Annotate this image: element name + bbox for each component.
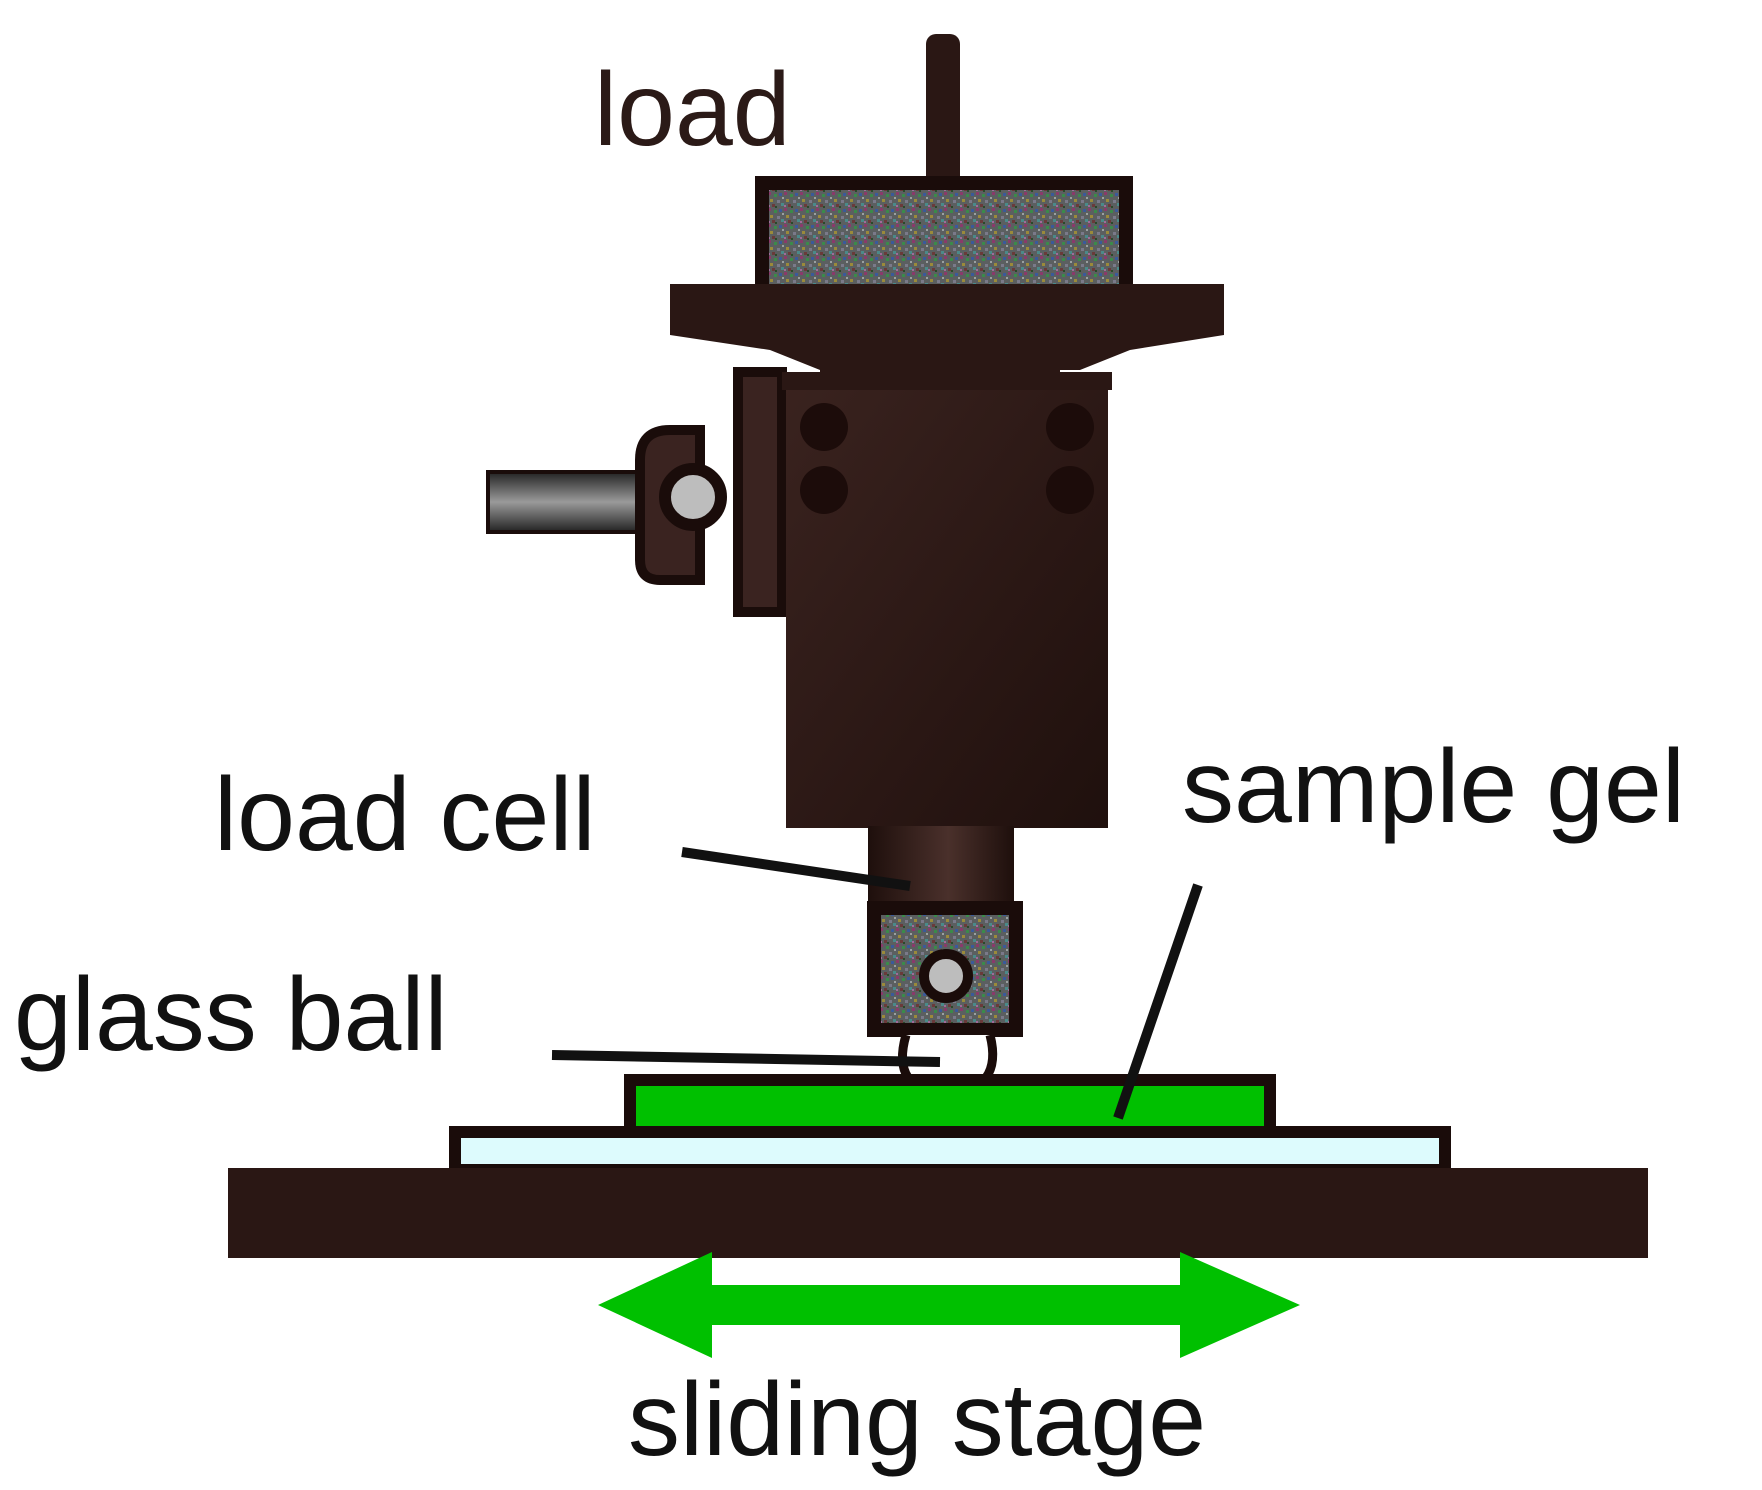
sample-gel <box>624 1074 1276 1141</box>
weight-block <box>755 176 1133 305</box>
label-load-cell: load cell <box>214 757 596 873</box>
label-sample-gel: sample gel <box>1182 729 1685 845</box>
glass-plate <box>449 1126 1451 1176</box>
leader-line-load-cell <box>681 847 911 891</box>
bracket-pivot <box>659 463 727 531</box>
leader-line-sample-gel <box>1113 883 1203 1120</box>
leader-line-glass-ball <box>551 1050 941 1067</box>
bolt-icon <box>800 466 848 514</box>
label-glass-ball: glass ball <box>14 957 448 1073</box>
label-sliding-stage: sliding stage <box>628 1362 1206 1478</box>
mounting-flange <box>670 284 1224 370</box>
load-cell-neck <box>868 826 1014 910</box>
side-plate <box>733 367 787 617</box>
label-load: load <box>594 52 791 168</box>
double-arrow-icon <box>598 1252 1300 1358</box>
side-rod <box>486 470 662 534</box>
bolt-icon <box>800 403 848 451</box>
load-rod <box>926 34 960 194</box>
holder-pin <box>919 949 973 1003</box>
bolt-icon <box>1046 466 1094 514</box>
load-cell-body <box>786 376 1108 828</box>
stage-base <box>228 1168 1648 1258</box>
bolt-icon <box>1046 403 1094 451</box>
